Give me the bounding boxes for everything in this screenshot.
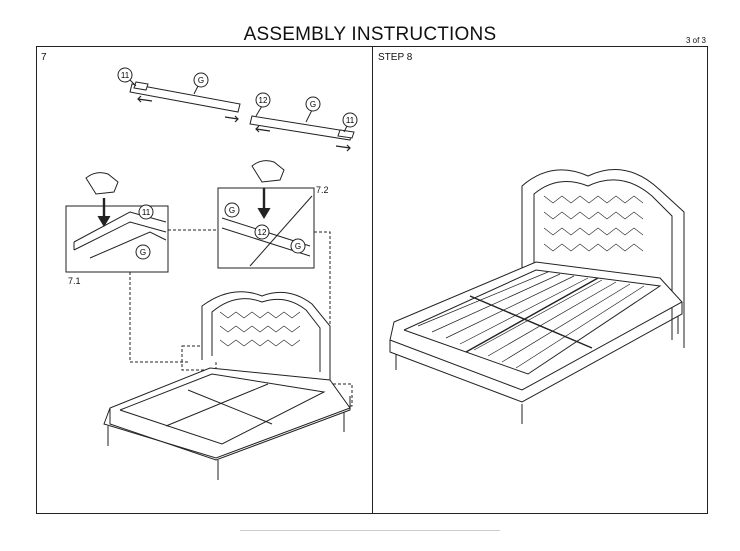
callout-slat-g: G bbox=[305, 96, 321, 112]
page-counter: 3 of 3 bbox=[685, 36, 706, 45]
slat-strip-left bbox=[129, 81, 241, 113]
svg-text:12: 12 bbox=[259, 96, 268, 105]
bed-assembled-step-8 bbox=[389, 169, 685, 424]
callout-slat-g: G bbox=[193, 72, 209, 88]
callout-bracket-11: 11 bbox=[138, 204, 154, 220]
sub-step-7-1-label: 7.1 bbox=[68, 276, 81, 286]
step-8-label: STEP 8 bbox=[378, 52, 413, 63]
callout-slat-g: G bbox=[135, 244, 151, 260]
svg-text:G: G bbox=[310, 100, 316, 109]
callout-bracket-12: 12 bbox=[254, 224, 270, 240]
callout-slat-g: G bbox=[224, 202, 240, 218]
svg-text:12: 12 bbox=[258, 228, 267, 237]
callout-bracket-11: 11 bbox=[117, 67, 133, 83]
svg-text:G: G bbox=[140, 248, 146, 257]
step-7-label: 7 bbox=[41, 52, 47, 63]
svg-text:11: 11 bbox=[121, 71, 130, 80]
callout-bracket-12: 12 bbox=[255, 92, 271, 108]
panel-divider bbox=[372, 46, 374, 514]
svg-text:G: G bbox=[229, 206, 235, 215]
slat-strip-right bbox=[249, 115, 355, 141]
sub-step-7-2-label: 7.2 bbox=[316, 185, 329, 195]
svg-text:11: 11 bbox=[346, 116, 355, 125]
svg-text:G: G bbox=[295, 242, 301, 251]
callout-bracket-11: 11 bbox=[342, 112, 358, 128]
callout-slat-g: G bbox=[290, 238, 306, 254]
svg-text:11: 11 bbox=[142, 208, 151, 217]
arrow-icon bbox=[137, 95, 351, 152]
footer-rule bbox=[240, 530, 500, 531]
svg-text:G: G bbox=[198, 76, 204, 85]
bed-frame-step-7 bbox=[103, 291, 351, 480]
page-title: ASSEMBLY INSTRUCTIONS bbox=[243, 24, 497, 45]
